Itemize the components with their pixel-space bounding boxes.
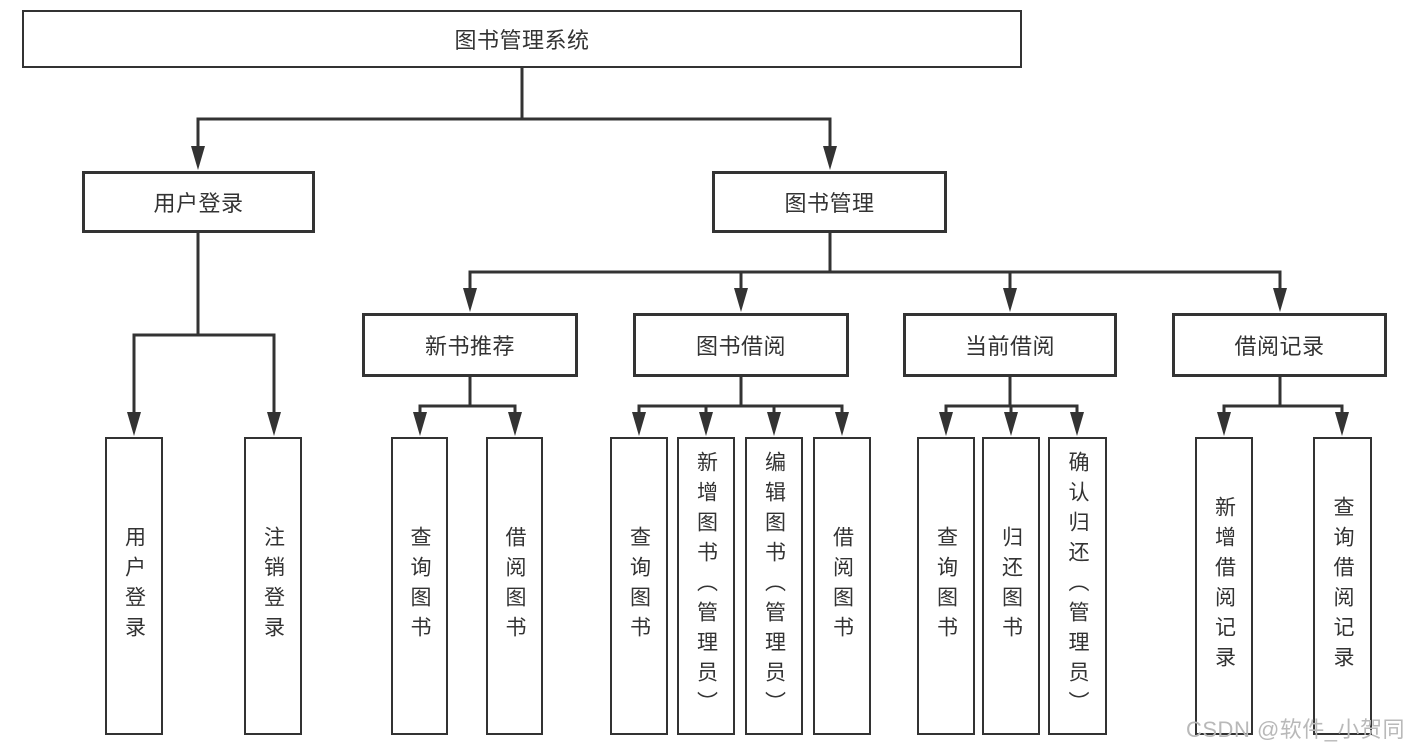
node-leaf-current-query-book: 查询图书 (917, 437, 975, 735)
connector-new-book-rec-to-leaves (413, 375, 522, 436)
node-current-borrow: 当前借阅 (903, 313, 1117, 377)
node-leaf-query-borrow-record: 查询借阅记录 (1313, 437, 1372, 735)
node-book-management: 图书管理 (712, 171, 947, 233)
node-label: 查询借阅记录 (1331, 496, 1354, 676)
csdn-watermark: CSDN @软件_小贺同学 (1186, 717, 1405, 742)
node-label: 用户登录 (122, 526, 146, 646)
node-label: 用户登录 (153, 191, 244, 216)
node-leaf-borrow-query-book: 查询图书 (610, 437, 668, 735)
node-leaf-rec-query-book: 查询图书 (391, 437, 448, 735)
node-label: 注销登录 (261, 526, 285, 646)
node-leaf-confirm-return-admin: 确认归还（管理员） (1048, 437, 1107, 735)
node-leaf-rec-borrow-book: 借阅图书 (486, 437, 543, 735)
node-new-book-recommend: 新书推荐 (362, 313, 578, 377)
connector-book-borrow-to-leaves (632, 375, 849, 436)
node-leaf-logout: 注销登录 (244, 437, 302, 735)
node-label: 查询图书 (934, 526, 958, 646)
node-label: 新增图书（管理员） (694, 451, 718, 721)
node-label: 图书借阅 (695, 334, 786, 359)
node-leaf-add-borrow-record: 新增借阅记录 (1195, 437, 1253, 735)
node-label: 图书管理 (784, 191, 875, 216)
node-label: 图书管理系统 (454, 28, 590, 53)
node-leaf-return-book: 归还图书 (982, 437, 1040, 735)
node-book-borrow: 图书借阅 (633, 313, 849, 377)
node-label: 借阅图书 (503, 526, 526, 646)
node-leaf-user-login: 用户登录 (105, 437, 163, 735)
node-label: 新增借阅记录 (1212, 496, 1236, 676)
node-label: 当前借阅 (964, 334, 1055, 359)
node-label: 归还图书 (999, 526, 1023, 646)
node-label: 确认归还（管理员） (1066, 451, 1089, 721)
node-label: 编辑图书（管理员） (762, 451, 786, 721)
node-label: 新书推荐 (424, 334, 515, 359)
node-borrow-records: 借阅记录 (1172, 313, 1387, 377)
node-label: 查询图书 (408, 526, 431, 646)
node-label: 查询图书 (627, 526, 651, 646)
connector-user-login-to-leaves (127, 231, 281, 436)
node-label: 借阅图书 (830, 526, 854, 646)
node-leaf-borrow-borrow-book: 借阅图书 (813, 437, 871, 735)
node-label: 借阅记录 (1234, 334, 1325, 359)
node-root-system: 图书管理系统 (22, 10, 1022, 68)
connector-book-mgmt-to-level3 (463, 231, 1287, 312)
connector-current-borrow-to-leaves (939, 375, 1084, 436)
node-leaf-add-book-admin: 新增图书（管理员） (677, 437, 735, 735)
connector-root-to-level2 (191, 66, 837, 170)
node-leaf-edit-book-admin: 编辑图书（管理员） (745, 437, 803, 735)
connector-borrow-records-to-leaves (1217, 375, 1349, 436)
node-user-login: 用户登录 (82, 171, 315, 233)
